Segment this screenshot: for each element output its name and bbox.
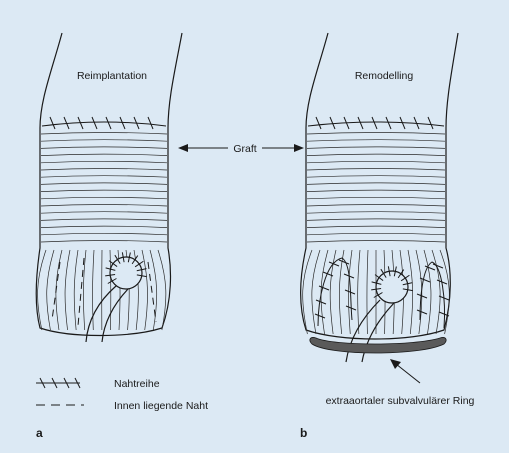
legend-suture-row-label: Nahtreihe xyxy=(114,378,160,390)
right-scallop-suture-1 xyxy=(318,258,352,326)
left-panel-title: Reimplantation xyxy=(77,70,147,82)
right-panel-title: Remodelling xyxy=(355,70,414,82)
left-root-strokes xyxy=(38,250,166,330)
left-graft-stripes xyxy=(41,133,167,243)
graft-label: Graft xyxy=(233,143,256,155)
legend: Nahtreihe Innen liegende Naht xyxy=(36,378,208,412)
right-graft-stripes xyxy=(307,133,445,243)
right-root-strokes xyxy=(303,250,450,334)
ring-arrow-icon xyxy=(390,359,401,369)
panel-label-a: a xyxy=(36,426,43,440)
left-top-suture-line xyxy=(42,122,166,126)
right-scallop-suture-2 xyxy=(420,262,445,328)
ring-annotation: extraaortaler subvalvulärer Ring xyxy=(326,359,475,407)
graft-annotation: Graft xyxy=(178,143,304,155)
remodelling-aorta xyxy=(301,33,458,362)
legend-inner-suture-label: Innen liegende Naht xyxy=(114,400,208,412)
legend-suture-row-symbol xyxy=(36,378,80,388)
left-coronary-button xyxy=(86,252,147,342)
graft-arrow-left-icon xyxy=(178,144,188,152)
ring-label: extraaortaler subvalvulärer Ring xyxy=(326,395,475,407)
graft-arrow-right-icon xyxy=(294,144,304,152)
subvalvular-ring xyxy=(310,337,446,353)
panel-label-b: b xyxy=(300,426,307,440)
